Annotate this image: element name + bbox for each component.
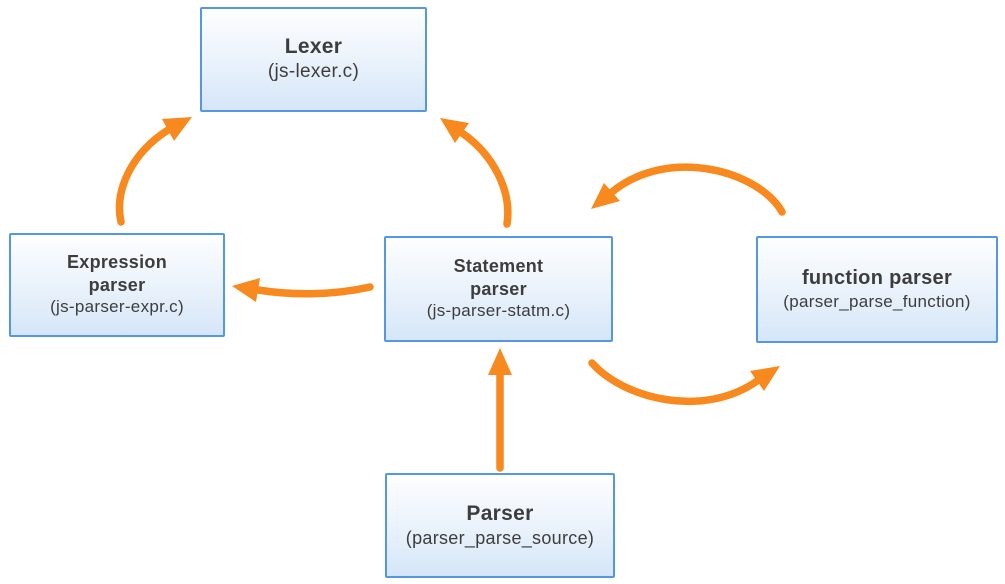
arrowhead-statement-parser-to-function-parser-icon (750, 366, 780, 391)
node-function-parser: function parser (parser_parse_function) (756, 236, 998, 343)
node-parser-subtitle: (parser_parse_source) (405, 527, 595, 548)
arrowhead-parser-to-statement-parser-icon (488, 348, 512, 375)
node-statement-parser-subtitle: (js-parser-statm.c) (426, 301, 571, 321)
node-lexer-subtitle: (js-lexer.c) (267, 61, 360, 83)
node-statement-parser-title: Statement parser (453, 256, 544, 299)
node-function-parser-subtitle: (parser_parse_function) (783, 291, 971, 311)
arrow-shaft-statement-parser-to-function-parser (588, 359, 761, 405)
arrowhead-expression-parser-to-lexer-icon (162, 117, 192, 141)
node-statement-parser: Statement parser (js-parser-statm.c) (384, 236, 613, 342)
arrowhead-function-parser-to-statement-parser-icon (591, 183, 620, 209)
arrow-shaft-statement-parser-to-lexer (458, 129, 512, 228)
node-expression-parser: Expression parser (js-parser-expr.c) (9, 233, 225, 337)
node-parser-title: Parser (466, 501, 534, 525)
node-parser: Parser (parser_parse_source) (385, 473, 615, 578)
node-expression-parser-title: Expression parser (66, 252, 168, 295)
arrow-shaft-statement-parser-to-expression-parser (254, 283, 374, 298)
arrow-shaft-expression-parser-to-lexer (115, 126, 172, 226)
node-lexer: Lexer (js-lexer.c) (200, 7, 427, 112)
node-expression-parser-subtitle: (js-parser-expr.c) (50, 297, 184, 317)
node-lexer-title: Lexer (284, 35, 343, 59)
arrowhead-statement-parser-to-lexer-icon (440, 118, 469, 143)
arrow-shaft-function-parser-to-statement-parser (608, 163, 786, 216)
arrowhead-statement-parser-to-expression-parser-icon (232, 278, 260, 302)
node-function-parser-title: function parser (801, 266, 953, 289)
